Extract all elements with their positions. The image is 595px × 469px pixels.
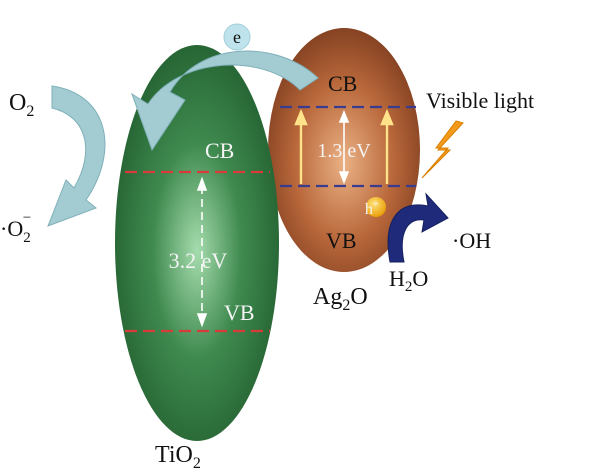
tio2-cb-label: CB	[205, 138, 234, 163]
oxygen-label: O2	[9, 90, 34, 120]
ag2o-vb-label: VB	[326, 228, 357, 253]
hydroxyl-label: ·OH	[452, 228, 491, 253]
lightning-bolt-icon	[421, 120, 464, 179]
tio2-name-label: TiO2	[155, 442, 201, 469]
oxygen-reduction-arrow	[47, 85, 106, 227]
hole-badge: h+	[365, 197, 386, 218]
hole-label: h+	[365, 198, 379, 218]
ag2o-gap-label: 1.3 eV	[317, 140, 371, 162]
visible-light-label: Visible light	[426, 88, 534, 113]
tio2-vb-label: VB	[224, 300, 255, 325]
electron-label: e	[233, 27, 241, 47]
ag2o-gap-arrow	[338, 109, 350, 185]
ag2o-excitation-arrows	[294, 108, 394, 184]
superoxide-label: ·O2−	[0, 210, 31, 246]
ag2o-name-label: Ag2O	[313, 284, 368, 314]
ag2o-cb-label: CB	[328, 71, 357, 96]
electron-badge: e	[223, 23, 251, 51]
hole-reaction-arrow	[387, 192, 449, 263]
tio2-gap-label: 3.2 eV	[169, 248, 228, 273]
water-label: H2O	[389, 266, 428, 295]
tio2-gap-arrow	[196, 176, 208, 328]
electron-transfer-arrow	[131, 50, 319, 152]
